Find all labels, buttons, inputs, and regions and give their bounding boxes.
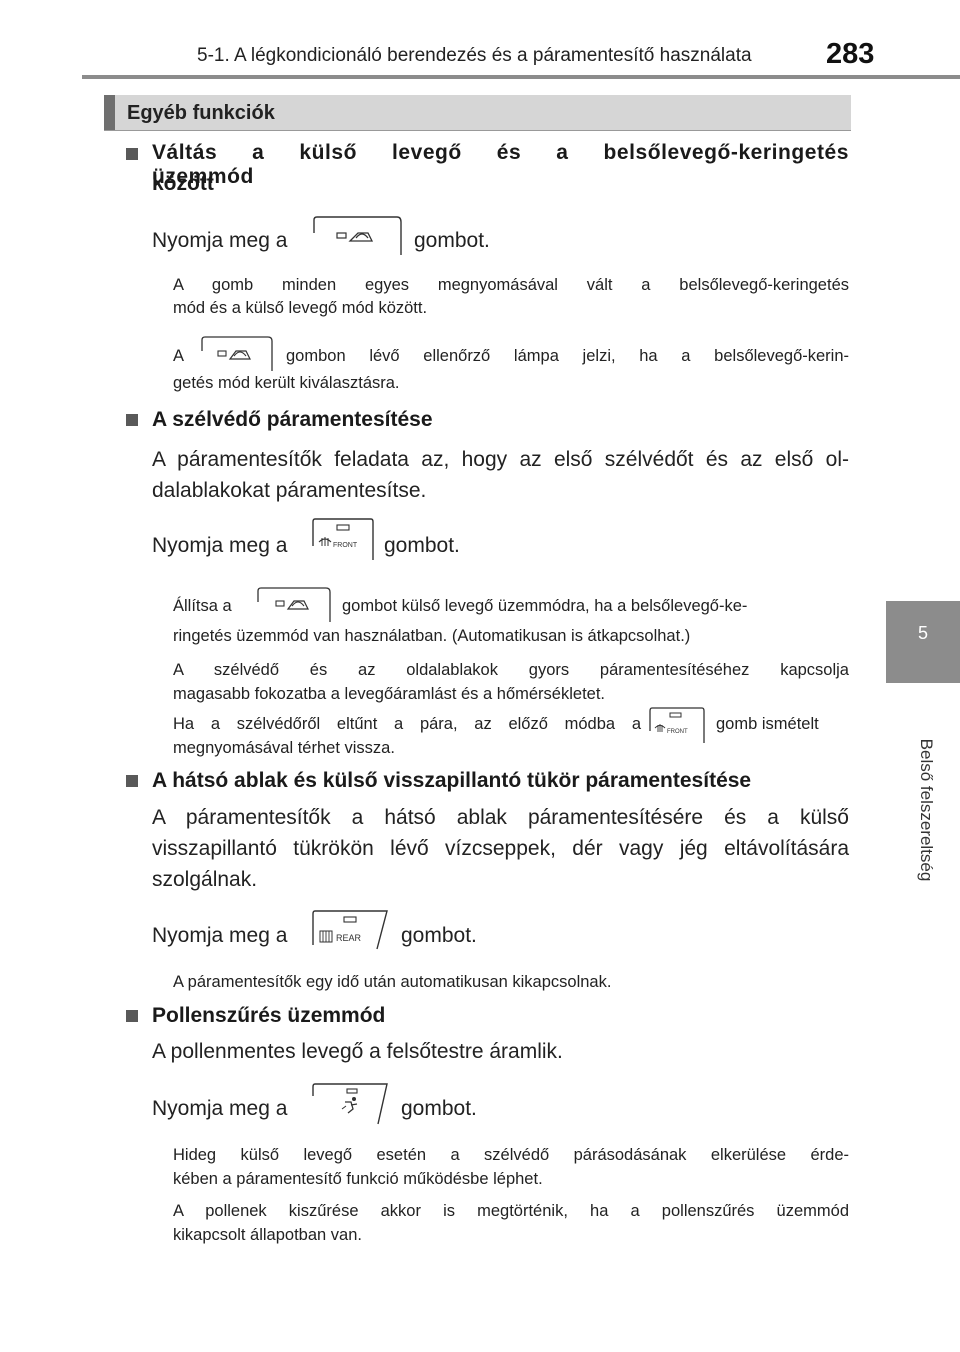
- heading-bullet: [126, 1010, 138, 1022]
- pollen-mode-button-icon: [311, 1082, 391, 1126]
- s4-press-text-end: gombot.: [401, 1097, 477, 1120]
- page-number: 283: [826, 38, 875, 70]
- chapter-tab: 5: [886, 601, 960, 683]
- section-title: Egyéb funkciók: [127, 102, 275, 124]
- s2-body-line1: A páramentesítők feladata az, hogy az el…: [152, 448, 849, 471]
- s4-press-text: Nyomja meg a: [152, 1097, 288, 1120]
- s3-body-line1: A páramentesítők a hátsó ablak páramente…: [152, 806, 849, 829]
- s3-press-text: Nyomja meg a: [152, 924, 288, 947]
- s2-press-text: Nyomja meg a: [152, 534, 288, 557]
- section-accent: [104, 95, 115, 130]
- chapter-label: Belső felszereltség: [914, 700, 938, 920]
- s2-note2-line1: A szélvédő és az oldalablakok gyors pára…: [173, 661, 849, 679]
- s2-note3-line1: Ha a szélvédőről eltűnt a pára, az előző…: [173, 715, 641, 733]
- s2-note3-line2: megnyomásával térhet vissza.: [173, 739, 395, 757]
- s1-press-text-end: gombot.: [414, 229, 490, 252]
- section-title-bar: Egyéb funkciók: [104, 95, 851, 131]
- recirculation-button-small-icon: [256, 586, 332, 624]
- rear-defogger-label: REAR: [336, 933, 362, 943]
- s1-heading-line1: Váltás a külső levegő és a belsőlevegő-k…: [152, 141, 849, 188]
- s3-press-text-end: gombot.: [401, 924, 477, 947]
- header-title: 5-1. A légkondicionáló berendezés és a p…: [197, 45, 752, 66]
- s1-note2-prefix: A: [173, 347, 185, 365]
- s2-note1-prefix: Állítsa a: [173, 597, 232, 615]
- s1-note1-line1: A gomb minden egyes megnyomásával vált a…: [173, 276, 849, 294]
- recirculation-indicator-icon: [200, 335, 274, 373]
- s2-note2-line2: magasabb fokozatba a levegőáramlást és a…: [173, 685, 605, 703]
- s2-heading: A szélvédő páramentesítése: [152, 408, 433, 431]
- front-defogger-button-icon: FRONT: [311, 516, 375, 562]
- s4-body: A pollenmentes levegő a felsőtestre áram…: [152, 1040, 563, 1063]
- header-rule: [82, 75, 960, 79]
- s1-note2-line2: getés mód került kiválasztásra.: [173, 374, 400, 392]
- recirculation-button-icon: [312, 215, 404, 257]
- s3-body-line2: visszapillantó tükrökön lévő vízcseppek,…: [152, 837, 849, 860]
- s4-note1-line2: kében a páramentesítő funkció működésbe …: [173, 1170, 543, 1188]
- s4-heading: Pollenszűrés üzemmód: [152, 1004, 386, 1027]
- s4-note1-line1: Hideg külső levegő esetén a szélvédő pár…: [173, 1146, 849, 1164]
- s2-press-text-end: gombot.: [384, 534, 460, 557]
- s2-note1-line1: gombot külső levegő üzemmódra, ha a bels…: [342, 597, 748, 615]
- s3-note1: A páramentesítők egy idő után automatiku…: [173, 973, 612, 991]
- heading-bullet: [126, 775, 138, 787]
- s2-note1-line2: ringetés üzemmód van használatban. (Auto…: [173, 627, 691, 645]
- heading-bullet: [126, 414, 138, 426]
- s3-heading: A hátsó ablak és külső visszapillantó tü…: [152, 769, 752, 792]
- s1-note1-line2: mód és a külső levegő mód között.: [173, 299, 428, 317]
- rear-defogger-button-icon: REAR: [311, 909, 391, 951]
- chapter-number: 5: [917, 623, 928, 643]
- chapter-label-text: Belső felszereltség: [917, 738, 936, 882]
- s3-body-line3: szolgálnak.: [152, 868, 258, 891]
- front-defogger-small-label: FRONT: [667, 729, 688, 735]
- heading-bullet: [126, 148, 138, 160]
- s1-press-text: Nyomja meg a: [152, 229, 288, 252]
- s2-note3-line1-end: gomb ismételt: [716, 715, 819, 733]
- s2-body-line2: dalablakokat páramentesítse.: [152, 479, 427, 502]
- s1-note2-line1: gombon lévő ellenőrző lámpa jelzi, ha a …: [286, 347, 849, 365]
- front-defogger-label: FRONT: [333, 542, 358, 549]
- front-defogger-button-small-icon: FRONT: [648, 705, 706, 745]
- s4-note2-line1: A pollenek kiszűrése akkor is megtörténi…: [173, 1202, 849, 1220]
- s4-note2-line2: kikapcsolt állapotban van.: [173, 1226, 362, 1244]
- section-underline: [104, 130, 851, 131]
- s1-heading-line2: között: [152, 172, 214, 195]
